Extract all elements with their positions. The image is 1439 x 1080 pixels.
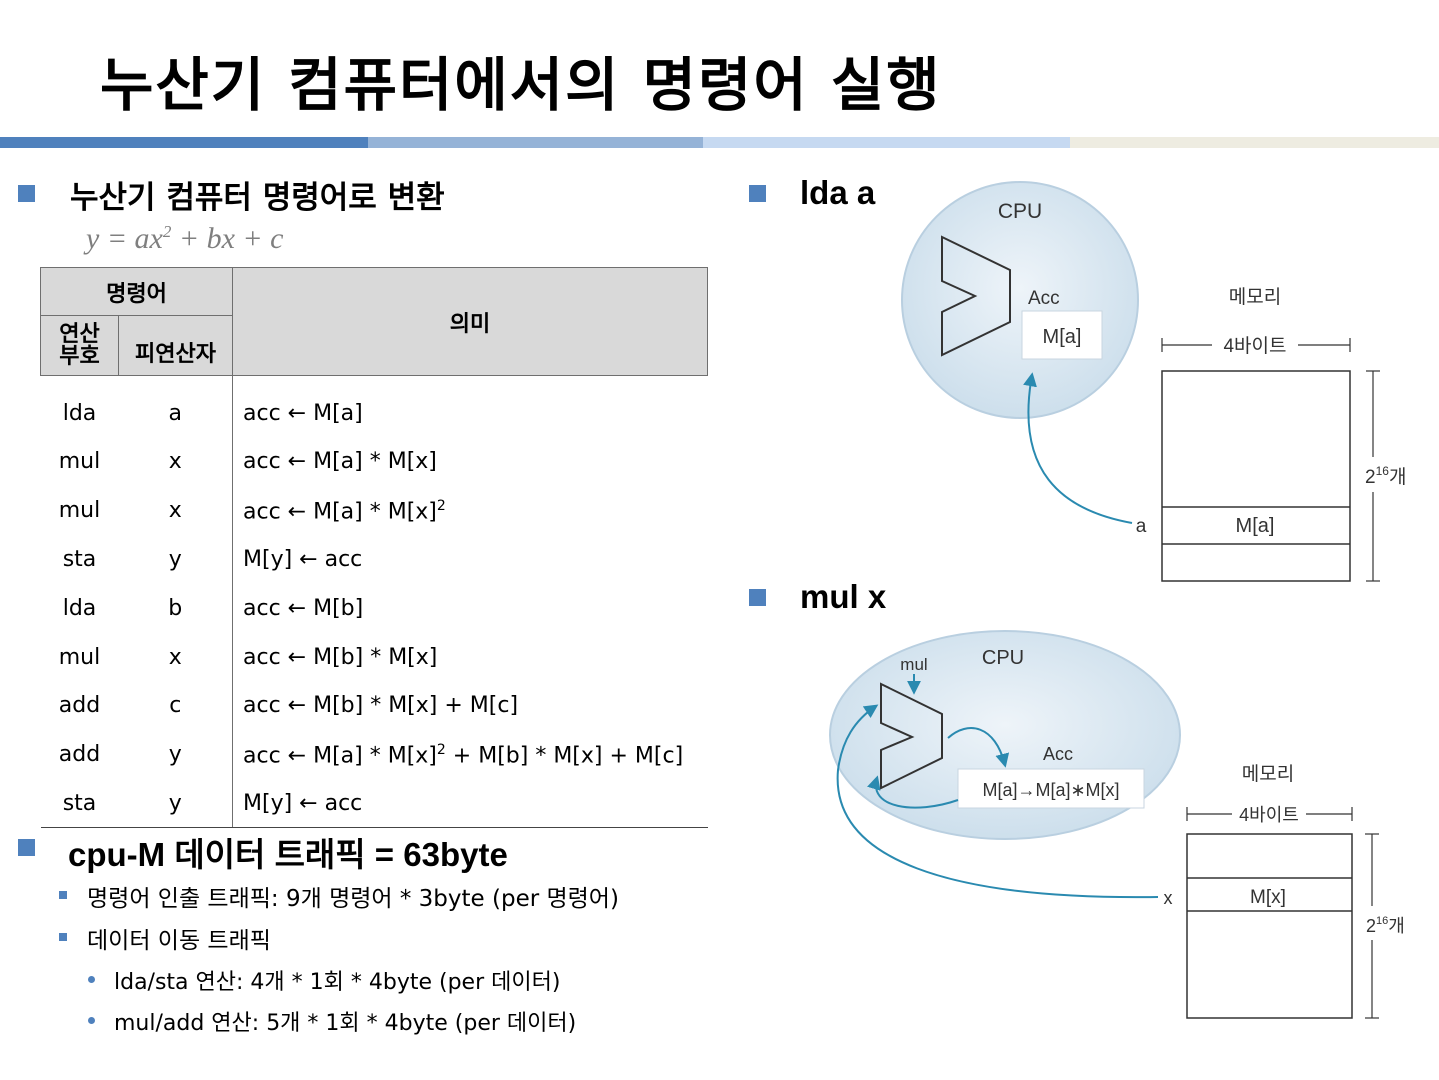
operand-cell: b <box>168 595 183 621</box>
traffic-subitem: mul/add 연산: 5개 * 1회 * 4byte (per 데이터) <box>114 1011 577 1036</box>
operand-cell: a <box>168 401 182 427</box>
opcode-cell: sta <box>62 546 97 572</box>
load-arrow <box>1023 372 1133 524</box>
address-label: a <box>1136 516 1147 537</box>
memory-label: 메모리 <box>1242 763 1294 785</box>
bullet-square-icon <box>18 185 35 202</box>
meaning-cell: acc ← M[b] * M[x] + M[c] <box>232 681 708 731</box>
cpu-label: CPU <box>998 200 1042 223</box>
meaning-cell: acc ← M[a] * M[x]2 <box>232 486 708 536</box>
op-label: mul <box>900 655 927 674</box>
operand-cell: c <box>169 693 182 719</box>
memory-block <box>1161 370 1351 582</box>
table-header-opcode: 연산 부호 <box>40 315 119 376</box>
sub-bullet-icon <box>59 933 67 941</box>
table-header-operand: 피연산자 <box>118 315 233 376</box>
formula: y = ax2 + bx + c <box>86 222 284 255</box>
table-row: add c acc ← M[b] * M[x] + M[c] <box>41 681 708 731</box>
acc-register <box>957 768 1145 809</box>
dot-bullet-icon <box>88 976 95 983</box>
load-arrow <box>836 704 1159 899</box>
operand-cell: y <box>118 779 233 829</box>
opcode-cell: mul <box>58 498 101 524</box>
width-label: 4바이트 <box>1223 335 1286 357</box>
instruction-table: 명령어 의미 연산 부호 피연산자 lda a acc ← M[a] mul x acc … <box>40 267 708 829</box>
opcode-cell: sta <box>40 779 119 829</box>
diagram1-heading: lda a <box>800 174 876 211</box>
operand-cell: x <box>168 498 182 524</box>
bullet-square-icon <box>749 589 766 606</box>
opcode-cell: mul <box>58 644 101 670</box>
table-row: sta y M[y] ← acc <box>41 535 708 584</box>
table-row: add y acc ← M[a] * M[x]2 + M[b] * M[x] + M… <box>41 730 708 780</box>
opcode-cell: lda <box>62 595 97 621</box>
dot-bullet-icon <box>88 1017 95 1024</box>
table-row: lda b acc ← M[b] <box>41 583 708 633</box>
section-heading-traffic: cpu-M 데이터 트래픽 = 63byte <box>68 836 508 873</box>
sub-bullet-icon <box>59 891 67 899</box>
traffic-item: 데이터 이동 트래픽 <box>87 928 271 954</box>
diagram2-heading: mul x <box>800 578 887 615</box>
memory-size-label: 216개 <box>1366 915 1405 936</box>
acc-label: Acc <box>1028 288 1060 309</box>
memory-label: 메모리 <box>1229 286 1281 308</box>
title-divider <box>0 137 368 148</box>
table-header-group: 명령어 <box>40 267 233 316</box>
alu-icon <box>880 682 943 790</box>
acc-value: M[a]→M[a]∗M[x] <box>982 780 1119 800</box>
width-label: 4바이트 <box>1239 805 1299 825</box>
bullet-square-icon <box>749 185 766 202</box>
title-divider <box>703 137 1070 148</box>
opcode-cell: lda <box>62 401 97 427</box>
acc-to-alu-arrow <box>867 775 959 809</box>
meaning-cell: acc ← M[b] <box>232 583 708 633</box>
memory-cell-label: M[x] <box>1250 887 1286 908</box>
operand-cell: y <box>168 742 182 768</box>
meaning-cell: M[y] ← acc <box>232 779 708 829</box>
diagram-mul: CPU mul Acc M[a]→M[a]∗M[x] x 메모리 4바이트 M[… <box>829 630 1405 1019</box>
acc-register <box>1021 310 1103 360</box>
operand-cell: y <box>168 546 182 572</box>
memory-size-label: 216개 <box>1365 464 1406 488</box>
bullet-square-icon <box>18 839 35 856</box>
meaning-cell: acc ← M[a] * M[x] <box>232 437 708 487</box>
meaning-cell: M[y] ← acc <box>232 535 708 584</box>
alu-icon <box>941 235 1011 357</box>
acc-label: Acc <box>1043 744 1073 764</box>
title-divider <box>368 137 703 148</box>
operand-cell: x <box>168 449 182 475</box>
traffic-item: 명령어 인출 트래픽: 9개 명령어 * 3byte (per 명령어) <box>87 886 619 912</box>
meaning-cell: acc ← M[b] * M[x] <box>232 632 708 682</box>
table-row: lda a acc ← M[a] <box>41 375 708 438</box>
table-row: mul x acc ← M[a] * M[x] <box>41 437 708 487</box>
opcode-cell: mul <box>58 449 101 475</box>
memory-cell-label: M[a] <box>1236 515 1275 537</box>
cpu-label: CPU <box>982 647 1024 669</box>
meaning-cell: acc ← M[a] <box>232 375 708 438</box>
address-label: x <box>1164 888 1173 908</box>
acc-value: M[a] <box>1043 326 1082 348</box>
alu-to-acc-arrow <box>947 727 1010 768</box>
opcode-cell: add <box>58 742 101 768</box>
meaning-cell: acc ← M[a] * M[x]2 + M[b] * M[x] + M[c] <box>232 730 708 780</box>
traffic-subitem: lda/sta 연산: 4개 * 1회 * 4byte (per 데이터) <box>114 970 561 995</box>
page-title: 누산기 컴퓨터에서의 명령어 실행 <box>100 51 942 119</box>
title-divider <box>1070 137 1439 148</box>
section-heading-conversion: 누산기 컴퓨터 명령어로 변환 <box>70 180 445 216</box>
opcode-cell: add <box>58 693 101 719</box>
table-row: mul x acc ← M[a] * M[x]2 <box>41 486 708 536</box>
memory-block <box>1186 833 1353 1019</box>
table-header-meaning: 의미 <box>232 267 708 376</box>
table-row: mul x acc ← M[b] * M[x] <box>41 632 708 682</box>
diagram-lda: CPU Acc M[a] a 메모리 4바이트 M[a] 216개 <box>901 181 1406 582</box>
operand-cell: x <box>168 644 182 670</box>
